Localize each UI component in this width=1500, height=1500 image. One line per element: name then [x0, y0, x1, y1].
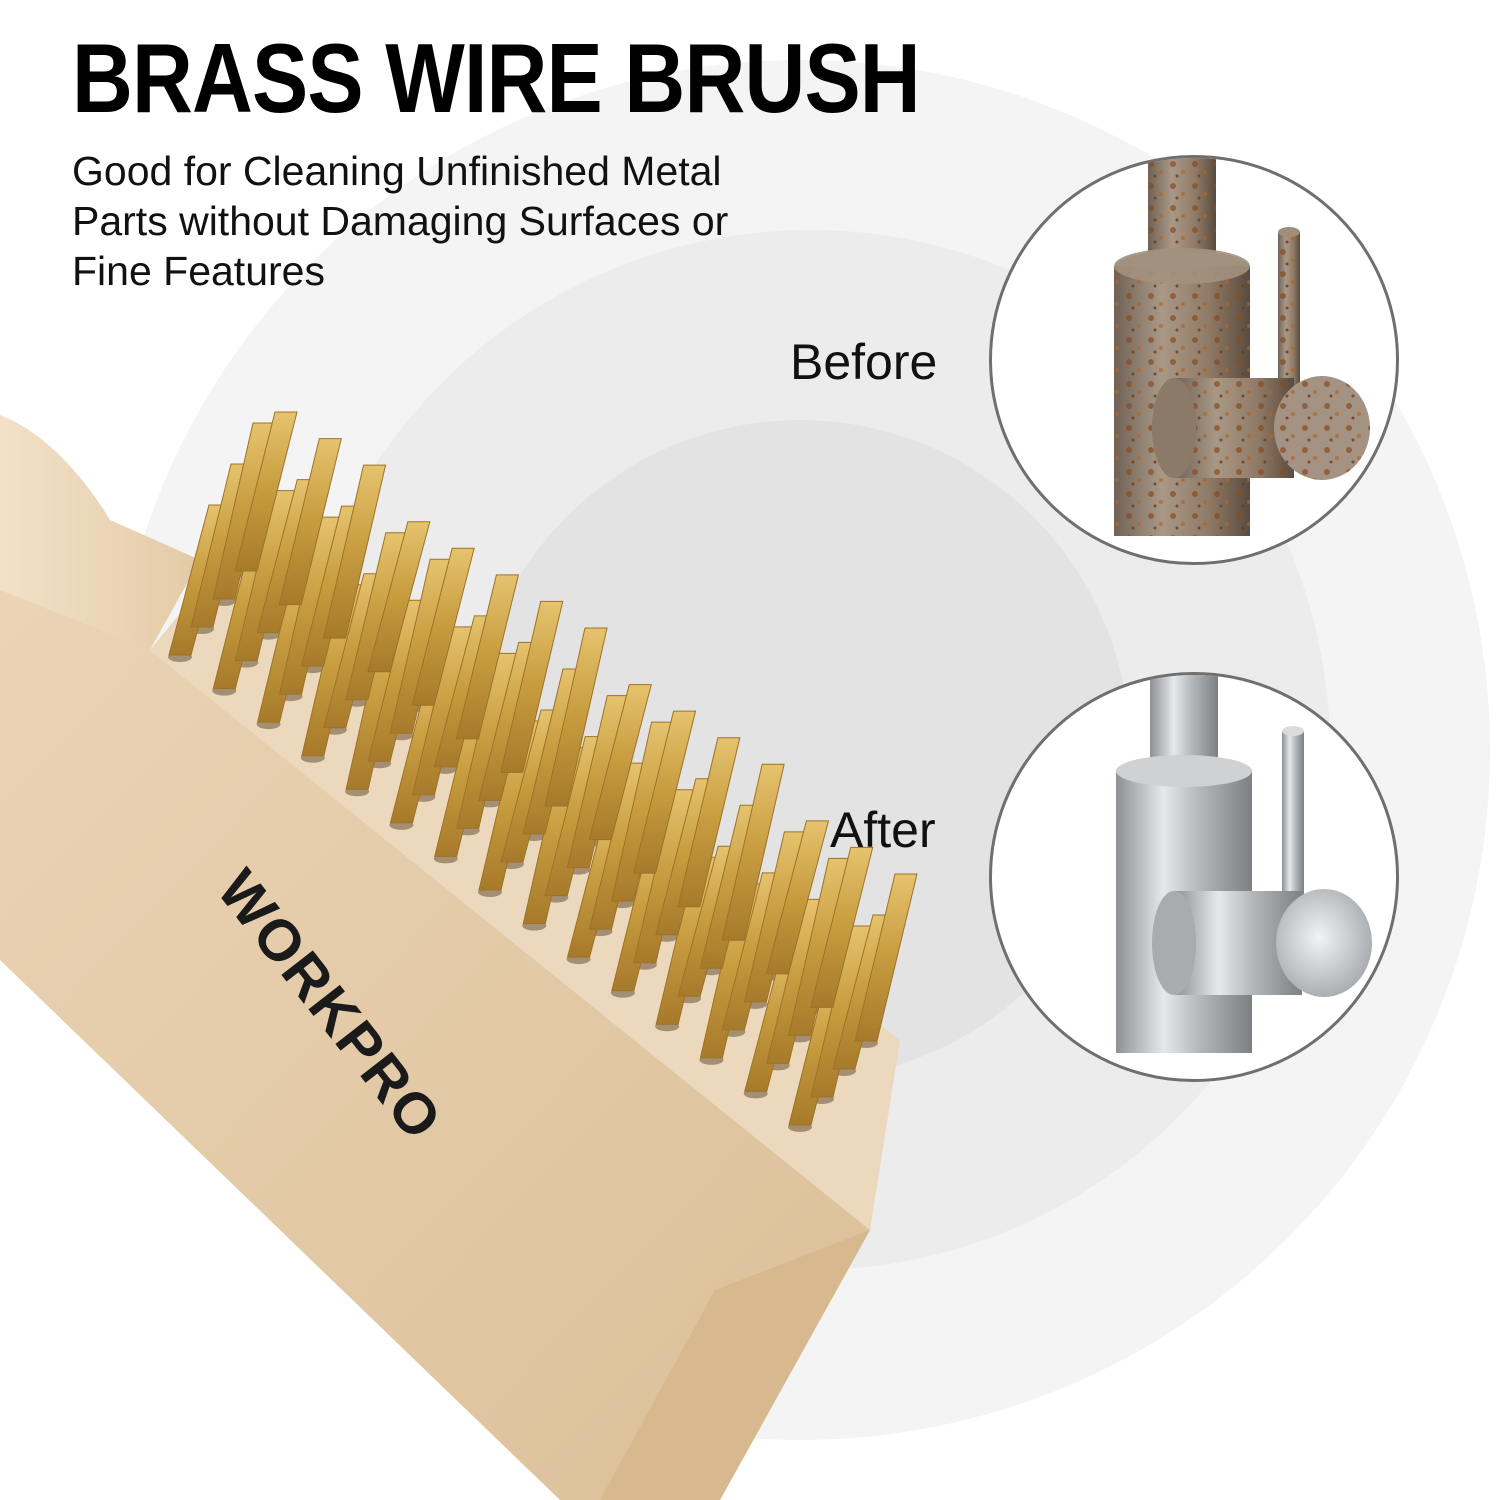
bristle-tuft [500, 600, 564, 773]
clean-faucet-image [1116, 675, 1372, 1053]
bristle-tuft [411, 547, 475, 706]
bristle-tuft [588, 684, 652, 841]
brass-bristles [168, 411, 918, 1132]
bristle-tuft [234, 411, 298, 572]
subtitle-line-1: Good for Cleaning Unfinished Metal [72, 148, 722, 194]
bristle-tuft [278, 438, 342, 606]
subtitle-line-3: Fine Features [72, 248, 325, 294]
after-label: After [830, 802, 936, 858]
before-image-circle [989, 155, 1399, 565]
bristle-tuft [810, 846, 874, 1008]
before-label: Before [790, 334, 938, 390]
brush-block-end [600, 1230, 870, 1500]
bristle-tuft [455, 574, 520, 740]
subtitle-line-2: Parts without Damaging Surfaces or [72, 198, 729, 244]
page-title: BRASS WIRE BRUSH [72, 23, 921, 133]
bristle-tuft [632, 710, 697, 874]
bristle-tuft [367, 521, 431, 673]
page-subtitle: Good for Cleaning Unfinished Metal Parts… [72, 146, 852, 296]
bristle-tuft [765, 820, 830, 975]
bristle-tuft [544, 627, 608, 807]
bristle-tuft [854, 873, 918, 1042]
brush-handle [0, 415, 200, 650]
bristle-tuft [721, 763, 785, 941]
bristle-tuft [677, 737, 741, 908]
rusty-faucet-image [1114, 158, 1370, 536]
bristle-tuft [322, 464, 387, 639]
after-image-circle [989, 672, 1399, 1082]
brush-block-front [0, 590, 870, 1500]
